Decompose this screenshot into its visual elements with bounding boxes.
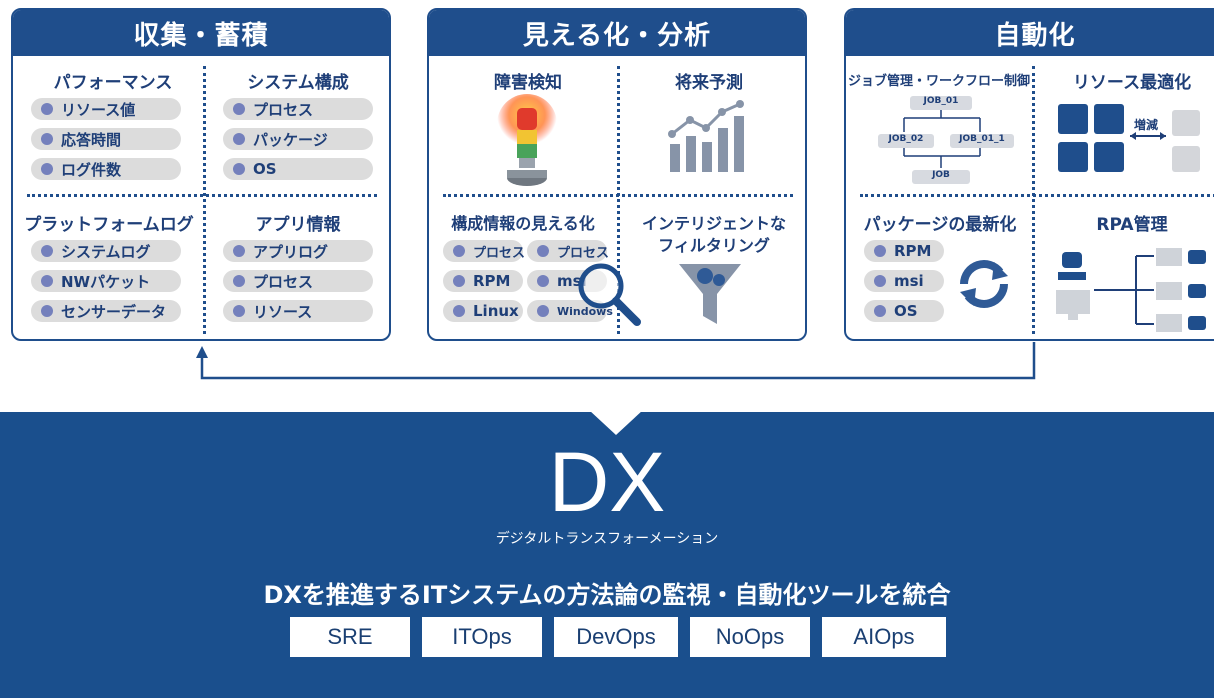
job-node: JOB_01_1 [959, 134, 1005, 144]
notch [589, 410, 643, 435]
app-item: リソース [223, 300, 373, 322]
bullet-icon [453, 245, 465, 257]
bullet-icon [874, 275, 886, 287]
divider-horizontal [443, 194, 793, 197]
bullet-icon [537, 305, 549, 317]
job-node: JOB_02 [888, 134, 924, 144]
tag-noops: NoOps [690, 617, 810, 657]
job-node: JOB_01 [923, 96, 959, 106]
platform-title: プラットフォームログ [24, 215, 194, 235]
job-node: JOB [932, 170, 950, 180]
filter-title-2: フィルタリング [658, 236, 770, 255]
bullet-icon [233, 245, 245, 257]
bullet-icon [233, 163, 245, 175]
rpa-title: RPA管理 [1096, 215, 1168, 235]
bullet-icon [41, 275, 53, 287]
perf-item: 応答時間 [31, 128, 181, 150]
job-flow-diagram [878, 96, 1014, 184]
divider-horizontal [860, 194, 1214, 197]
panel-collect-title: 収集・蓄積 [13, 10, 389, 56]
bullet-icon [874, 245, 886, 257]
cloud-scaling-icon [1058, 104, 1200, 172]
config-title: 構成情報の見える化 [451, 214, 595, 233]
panel-visual-title: 見える化・分析 [429, 10, 805, 56]
tag-itops: ITOps [422, 617, 542, 657]
perf-title: パフォーマンス [53, 73, 173, 93]
system-item: OS [223, 158, 373, 180]
bullet-icon [537, 275, 549, 287]
divider-vertical [1032, 66, 1035, 334]
package-item: OS [864, 300, 944, 322]
config-item: プロセス [443, 240, 525, 262]
job-title: ジョブ管理・ワークフロー制御 [848, 74, 1031, 89]
dx-subtitle: デジタルトランスフォーメーション [495, 531, 719, 547]
tag-aiops: AIOps [822, 617, 946, 657]
config-item: プロセス [527, 240, 609, 262]
app-title: アプリ情報 [255, 215, 341, 235]
bullet-icon [233, 103, 245, 115]
bullet-icon [233, 305, 245, 317]
resource-label: 増減 [1133, 118, 1158, 132]
bullet-icon [233, 275, 245, 287]
config-item: Windows [527, 300, 613, 322]
dx-message: DXを推進するITシステムの方法論の監視・自動化ツールを統合 [263, 581, 951, 609]
forecast-title: 将来予測 [675, 73, 743, 93]
magnifier-icon [578, 263, 641, 326]
funnel-icon [679, 264, 741, 324]
panel-auto: 自動化 ジョブ管理・ワークフロー制御 JOB_01 JOB_02 JOB_01_… [844, 8, 1214, 341]
rpa-robot-icon [1056, 248, 1206, 332]
system-title: システム構成 [247, 73, 349, 93]
system-item: パッケージ [223, 128, 373, 150]
panel-auto-title: 自動化 [846, 10, 1214, 56]
panel-visual: 見える化・分析 障害検知 将来予測 構成情報の見える化 プロセス プロセス RP… [427, 8, 807, 341]
divider-vertical [203, 66, 206, 334]
package-title: パッケージの最新化 [863, 215, 1017, 235]
platform-item: NWパケット [31, 270, 181, 292]
app-item: アプリログ [223, 240, 373, 262]
bullet-icon [41, 163, 53, 175]
platform-item: センサーデータ [31, 300, 181, 322]
tag-sre: SRE [290, 617, 410, 657]
package-item: RPM [864, 240, 944, 262]
platform-item: システムログ [31, 240, 181, 262]
resource-title: リソース最適化 [1072, 73, 1192, 93]
bullet-icon [41, 305, 53, 317]
bullet-icon [233, 133, 245, 145]
app-item: プロセス [223, 270, 373, 292]
refresh-icon [960, 260, 1008, 308]
filter-title-1: インテリジェントな [641, 214, 786, 233]
trend-chart-icon [668, 100, 744, 172]
config-item: RPM [443, 270, 523, 292]
config-item: Linux [443, 300, 523, 322]
bullet-icon [41, 103, 53, 115]
bullet-icon [537, 245, 549, 257]
dx-title: DX [548, 435, 666, 529]
tag-devops: DevOps [554, 617, 678, 657]
panel-collect: 収集・蓄積 パフォーマンス リソース値 応答時間 ログ件数 システム構成 プロセ… [11, 8, 391, 341]
system-item: プロセス [223, 98, 373, 120]
warning-light-icon [497, 94, 557, 186]
bullet-icon [453, 275, 465, 287]
feedback-arrow [196, 342, 1036, 380]
divider-vertical [617, 66, 620, 334]
package-item: msi [864, 270, 944, 292]
bullet-icon [41, 245, 53, 257]
bullet-icon [453, 305, 465, 317]
perf-item: リソース値 [31, 98, 181, 120]
bullet-icon [41, 133, 53, 145]
perf-item: ログ件数 [31, 158, 181, 180]
divider-horizontal [27, 194, 377, 197]
bullet-icon [874, 305, 886, 317]
fault-title: 障害検知 [494, 73, 562, 93]
